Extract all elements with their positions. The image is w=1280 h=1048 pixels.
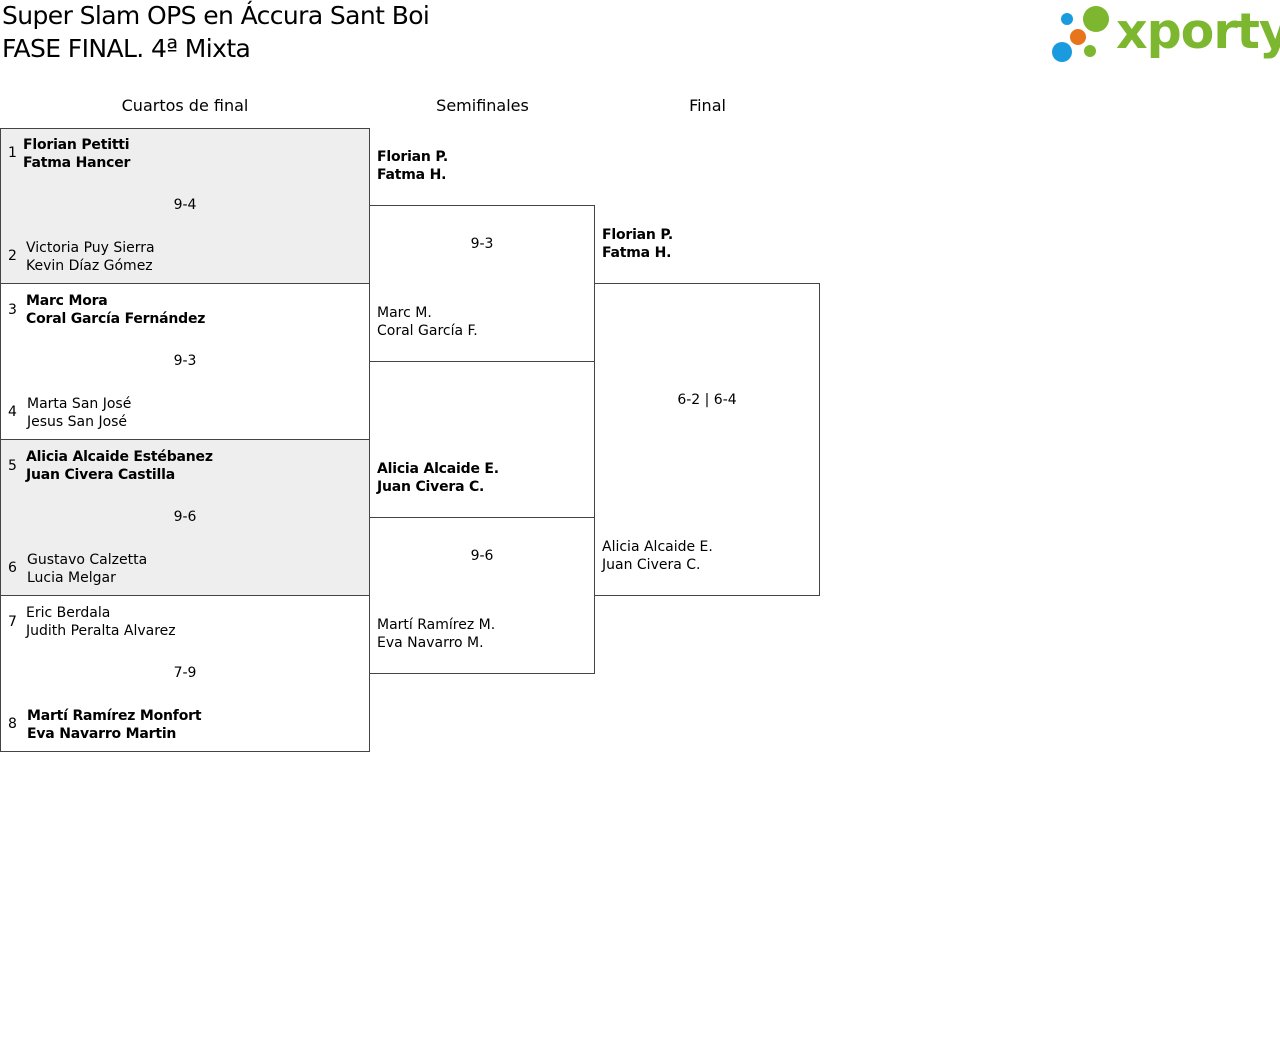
player-name: Coral García F. <box>377 323 478 339</box>
quarterfinal-match-4: 7 Eric Berdala Judith Peralta Alvarez 7-… <box>0 595 370 752</box>
seed-number: 3 <box>8 302 17 318</box>
player-name: Juan Civera C. <box>602 557 701 573</box>
player-name: Fatma H. <box>602 245 672 261</box>
team-winner: Florian P. Fatma H. <box>377 148 448 184</box>
final-box: 6-2 | 6-4 Alicia Alcaide E. Juan Civera … <box>594 283 820 596</box>
semifinal-box: 9-6 Martí Ramírez M. Eva Navarro M. <box>369 517 595 674</box>
team-loser: Victoria Puy Sierra Kevin Díaz Gómez <box>26 239 155 275</box>
quarterfinal-match-3: 5 Alicia Alcaide Estébanez Juan Civera C… <box>0 439 370 596</box>
match-score: 9-3 <box>470 236 494 252</box>
team-loser: Eric Berdala Judith Peralta Alvarez <box>26 604 176 640</box>
player-name: Jesus San José <box>27 414 128 430</box>
seed-number: 2 <box>8 248 17 264</box>
team-loser: Marta San José Jesus San José <box>27 395 131 431</box>
player-name: Martí Ramírez M. <box>377 617 496 633</box>
round-header-semifinals: Semifinales <box>436 96 529 115</box>
match-score: 6-2 | 6-4 <box>677 392 737 408</box>
player-name: Fatma Hancer <box>23 155 131 171</box>
player-name: Alicia Alcaide Estébanez <box>26 449 213 465</box>
team-winner: Alicia Alcaide E. Juan Civera C. <box>377 460 499 496</box>
team-loser: Marc M. Coral García F. <box>377 304 478 340</box>
xporty-logo[interactable]: xporty <box>1052 3 1280 68</box>
page-subtitle: FASE FINAL. 4ª Mixta <box>2 34 251 63</box>
player-name: Alicia Alcaide E. <box>377 461 499 477</box>
player-name: Juan Civera C. <box>377 479 485 495</box>
player-name: Fatma H. <box>377 167 447 183</box>
page-title: Super Slam OPS en Áccura Sant Boi <box>2 1 430 30</box>
player-name: Eva Navarro M. <box>377 635 484 651</box>
seed-number: 6 <box>8 560 17 576</box>
player-name: Marc Mora <box>26 293 108 309</box>
round-header-quarterfinals: Cuartos de final <box>121 96 249 115</box>
team-winner: Florian Petitti Fatma Hancer <box>23 136 130 172</box>
team-loser: Alicia Alcaide E. Juan Civera C. <box>602 538 713 574</box>
player-name: Gustavo Calzetta <box>27 552 148 568</box>
match-score: 9-4 <box>173 197 197 213</box>
semifinal-box: 9-3 Marc M. Coral García F. <box>369 205 595 362</box>
player-name: Lucia Melgar <box>27 570 116 586</box>
team-winner: Martí Ramírez Monfort Eva Navarro Martin <box>27 707 202 743</box>
seed-number: 5 <box>8 458 17 474</box>
logo-dots-icon <box>1052 6 1109 62</box>
player-name: Florian P. <box>377 149 448 165</box>
team-loser: Gustavo Calzetta Lucia Melgar <box>27 551 147 587</box>
match-score: 9-3 <box>173 353 197 369</box>
seed-number: 7 <box>8 614 17 630</box>
player-name: Eva Navarro Martin <box>27 726 177 742</box>
match-score: 9-6 <box>173 509 197 525</box>
player-name: Martí Ramírez Monfort <box>27 708 202 724</box>
match-score: 9-6 <box>470 548 494 564</box>
round-header-final: Final <box>689 96 726 115</box>
team-loser: Martí Ramírez M. Eva Navarro M. <box>377 616 495 652</box>
quarterfinal-match-1: 1 Florian Petitti Fatma Hancer 9-4 2 Vic… <box>0 128 370 284</box>
player-name: Judith Peralta Alvarez <box>26 623 176 639</box>
match-score: 7-9 <box>173 665 197 681</box>
seed-number: 8 <box>8 716 17 732</box>
player-name: Juan Civera Castilla <box>26 467 175 483</box>
team-winner: Marc Mora Coral García Fernández <box>26 292 205 328</box>
player-name: Marc M. <box>377 305 432 321</box>
quarterfinal-match-2: 3 Marc Mora Coral García Fernández 9-3 4… <box>0 283 370 440</box>
logo-wordmark: xporty <box>1116 3 1280 60</box>
seed-number: 4 <box>8 404 17 420</box>
team-winner: Florian P. Fatma H. <box>602 226 673 262</box>
player-name: Kevin Díaz Gómez <box>26 258 153 274</box>
player-name: Marta San José <box>27 396 132 412</box>
player-name: Florian Petitti <box>23 137 130 153</box>
player-name: Coral García Fernández <box>26 311 206 327</box>
seed-number: 1 <box>8 145 17 161</box>
player-name: Eric Berdala <box>26 605 111 621</box>
player-name: Victoria Puy Sierra <box>26 240 155 256</box>
player-name: Alicia Alcaide E. <box>602 539 713 555</box>
team-winner: Alicia Alcaide Estébanez Juan Civera Cas… <box>26 448 213 484</box>
player-name: Florian P. <box>602 227 673 243</box>
